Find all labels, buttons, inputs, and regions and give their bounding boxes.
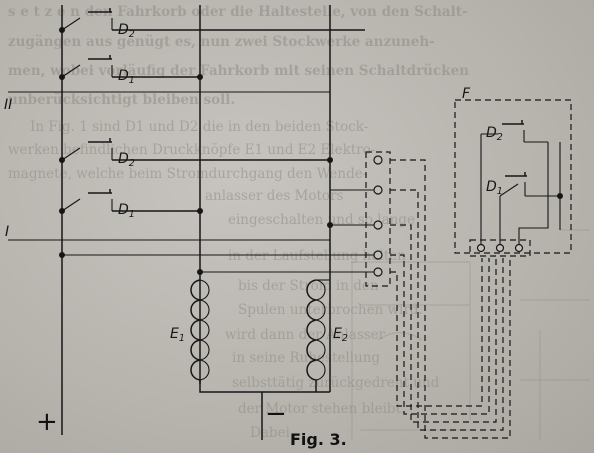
terminal (373, 155, 383, 165)
terminal-strip-box (365, 151, 391, 287)
junction-dot (327, 222, 333, 228)
pushbutton-d2-floor-i: D2 (59, 138, 333, 169)
car-terminals (476, 243, 524, 253)
car-pushbutton-d2: D2 (480, 120, 548, 244)
ghost-line: s e t z e n den Fahrkorb oder die Haltes… (8, 4, 468, 20)
ghost-line: In Fig. 1 sind D1 und D2 die in den beid… (30, 119, 368, 135)
pushbutton-d2-floor-ii: D2 (59, 8, 365, 40)
return-bar (199, 380, 330, 393)
car-pushbutton-d1: D1 (486, 172, 563, 244)
label-e2: E2 (333, 326, 348, 344)
figure-caption: Fig. 3. (290, 430, 347, 449)
car-box (454, 99, 572, 254)
minus-sign: − (265, 399, 287, 429)
electromagnet-e1: E1 (170, 279, 210, 381)
label-e1: E1 (170, 326, 185, 344)
ghost-line: Dabei (250, 425, 291, 441)
ghost-line: in der Laufstellung halten (228, 248, 406, 264)
ghost-text-block: s e t z e n den Fahrkorb oder die Haltes… (8, 4, 469, 441)
ghost-line: men, wobei vorläufig der Fahrkorb mit se… (8, 63, 469, 79)
terminal (514, 243, 524, 253)
car-label: F (462, 86, 471, 102)
ghost-line: selbsttätig zurückgedreht und (232, 375, 440, 391)
floor-label-i: I (5, 224, 9, 240)
ghost-line: unberücksichtigt bleiben soll. (8, 92, 235, 108)
label-d2: D2 (486, 125, 503, 143)
terminal (373, 185, 383, 195)
ghost-line: eingeschalten und so lange (228, 212, 415, 228)
terminal (495, 243, 505, 253)
terminal-rings (373, 155, 383, 277)
ghost-line: zugängen aus genügt es, nun zwei Stockwe… (8, 34, 435, 50)
terminal (373, 220, 383, 230)
label-d1: D1 (486, 179, 503, 197)
ghost-line: der Motor stehen bleibt. (238, 401, 405, 417)
ghost-line: werken befindlichen Druckknöpfe E1 und E… (8, 142, 375, 158)
terminal (373, 250, 383, 260)
floor-label-ii: II (4, 97, 12, 113)
car-wire (518, 142, 549, 244)
ghost-line: wird dann der Anlasser (225, 327, 386, 343)
terminal (476, 243, 486, 253)
junction-dot (59, 252, 65, 258)
label-d2: D2 (118, 151, 135, 169)
electromagnet-e2: E2 (306, 279, 348, 381)
label-d1: D1 (118, 202, 135, 220)
ghost-line: in seine Ruhestellung (232, 350, 380, 366)
plus-sign: + (36, 407, 58, 437)
label-d1: D1 (118, 68, 135, 86)
ghost-line: magnete, welche beim Stromdurchgang den … (8, 166, 367, 182)
pushbutton-d1-floor-ii: D1 (59, 55, 203, 86)
pushbutton-d1-floor-i: D1 (59, 189, 203, 220)
junction-dot (197, 269, 203, 275)
label-d2: D2 (118, 22, 135, 40)
terminal (373, 267, 383, 277)
ghost-line: anlasser des Motors (205, 188, 344, 204)
trailing-cable (390, 159, 511, 439)
